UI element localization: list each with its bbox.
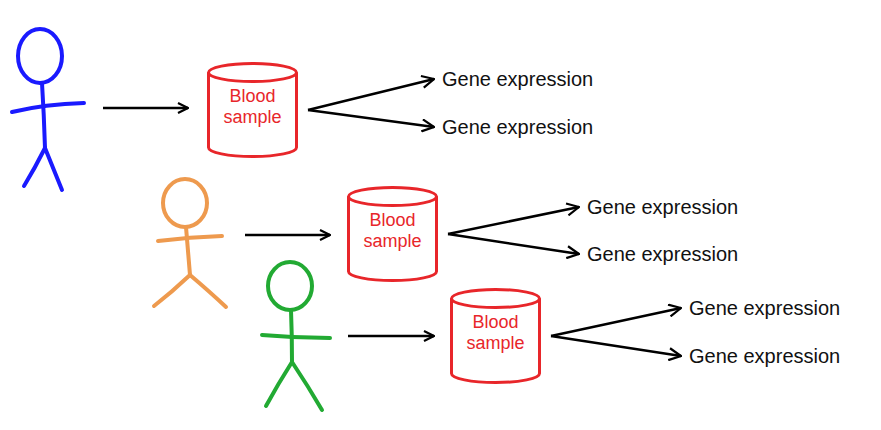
sample-label: Blood sample <box>207 62 298 128</box>
output-label: Gene expression <box>687 342 842 370</box>
output-label-node: Gene expression <box>440 65 595 93</box>
output-label-node: Gene expression <box>440 113 595 141</box>
stick-figure <box>262 262 330 410</box>
sample-cylinder: Blood sample <box>450 288 541 384</box>
output-label: Gene expression <box>687 294 842 322</box>
arrow <box>448 207 579 234</box>
output-label: Gene expression <box>440 113 595 141</box>
arrow <box>551 336 681 356</box>
output-label-node: Gene expression <box>687 342 842 370</box>
output-label-node: Gene expression <box>585 193 740 221</box>
arrow <box>308 110 434 127</box>
sample-label: Blood sample <box>450 288 541 354</box>
sample-cylinder: Blood sample <box>207 62 298 158</box>
arrow <box>551 308 681 336</box>
cylinder-top <box>209 64 297 82</box>
output-label: Gene expression <box>440 65 595 93</box>
cylinder-top <box>349 188 437 206</box>
output-label-node: Gene expression <box>585 240 740 268</box>
output-label: Gene expression <box>585 240 740 268</box>
output-label-node: Gene expression <box>687 294 842 322</box>
sample-label: Blood sample <box>347 186 438 252</box>
stick-figure <box>12 29 84 190</box>
sample-cylinder: Blood sample <box>347 186 438 282</box>
arrow <box>308 79 434 110</box>
output-label: Gene expression <box>585 193 740 221</box>
cylinder-top <box>452 290 540 308</box>
arrow <box>448 234 579 254</box>
stick-figure <box>154 179 226 307</box>
